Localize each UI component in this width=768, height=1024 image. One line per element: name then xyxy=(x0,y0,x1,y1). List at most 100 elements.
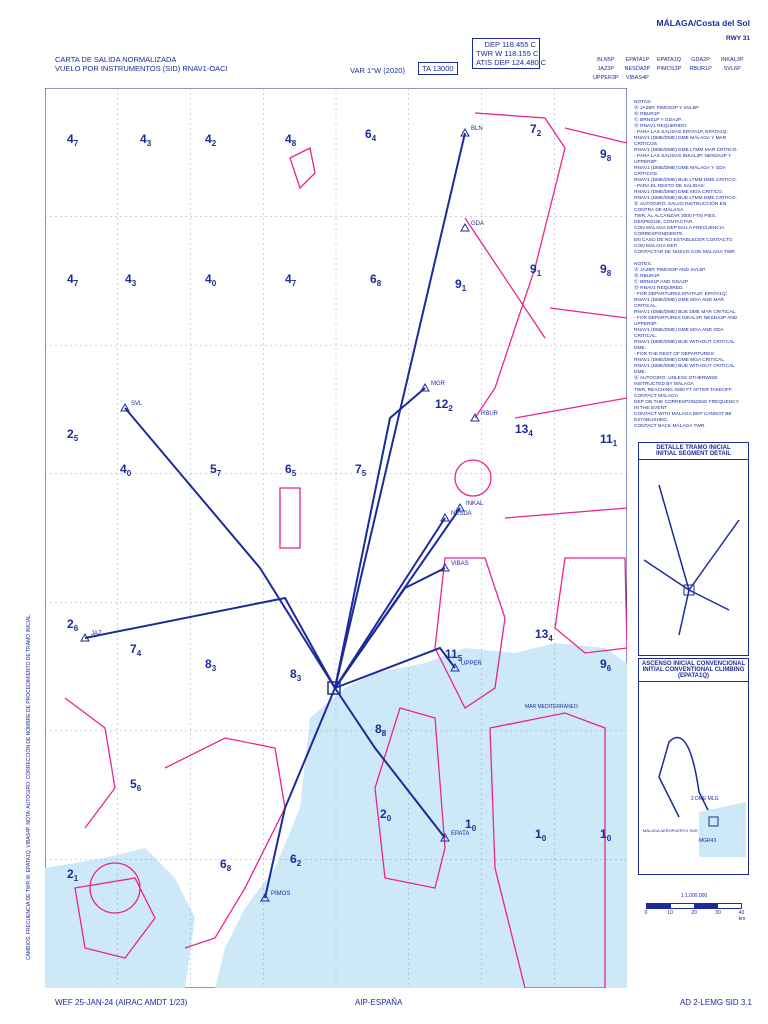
mora-value: 10 xyxy=(535,827,547,843)
waypoints: BLNSVLJAZMGRNESDAINKALUPPERPIMOSEPATARBU… xyxy=(80,126,499,902)
waypoint-marker xyxy=(260,892,270,902)
footer-chart-id: AD 2-LEMG SID 3.1 xyxy=(679,998,752,1007)
inset1-route-ne xyxy=(688,519,740,591)
inset1-title-en: INITIAL SEGMENT DETAIL xyxy=(655,451,732,457)
mora-value: 47 xyxy=(67,132,79,148)
note-line: Ⓒ BRNS1P Y GDA2P. xyxy=(634,118,682,123)
procedure-name: RBUR1P xyxy=(689,66,712,72)
waypoint-marker xyxy=(450,662,460,672)
mora-value: 56 xyxy=(130,777,142,793)
frequency-box: DEP 118.455 C TWR W 118.155 C ATIS DEP 1… xyxy=(472,38,547,69)
waypoint-marker xyxy=(440,832,450,842)
mora-value: 21 xyxy=(67,867,79,883)
mora-value: 74 xyxy=(130,642,142,658)
mora-value: 64 xyxy=(365,127,377,143)
note-line: - FOR DEPARTURES EPATA1P, EPATA1Q: xyxy=(634,292,728,297)
procedure-name: SVL6P xyxy=(723,66,741,72)
waypoint-label: NESDA xyxy=(451,511,472,517)
waypoint-label: BLN xyxy=(471,126,483,132)
mora-value: 62 xyxy=(290,852,302,868)
mora-value: 68 xyxy=(220,857,232,873)
footer-effective-date: WEF 25-JAN-24 (AIRAC AMDT 1/23) xyxy=(55,998,188,1007)
inset1-diagram xyxy=(643,484,740,636)
inset1-title-es: DETALLE TRAMO INICIAL xyxy=(656,445,731,451)
airspace-boundaries xyxy=(64,112,627,988)
note-line: RNAV1 (DME/DME) BUE WITHOUT CRITICAL DME… xyxy=(634,364,735,375)
waypoint-marker xyxy=(455,502,465,512)
route-nesda xyxy=(334,517,446,689)
inset1-route-w xyxy=(643,559,690,591)
route-jaz xyxy=(84,596,336,689)
mora-value: 111 xyxy=(600,432,618,448)
mora-value: 83 xyxy=(290,667,302,683)
note-line: RNAV1 (DME/DME) DME MGA AND GDA CRITICAL… xyxy=(634,328,724,339)
mora-value: 83 xyxy=(205,657,217,673)
waypoint-marker xyxy=(440,562,450,572)
inset2-dme-label: 2 DME MLG xyxy=(691,796,719,802)
aerodrome-name: MÁLAGA/Costa del Sol xyxy=(656,18,750,28)
procedure-name: INKAL3P xyxy=(720,57,744,63)
waypoint-label: RBUR xyxy=(481,411,499,417)
notes-title-en: NOTES: xyxy=(634,262,652,267)
note-line: Ⓑ RBUR1P. xyxy=(634,112,661,117)
scale-tick-label: 40 km xyxy=(738,910,746,922)
transition-altitude: TA 13000 xyxy=(418,62,458,75)
mora-value: 20 xyxy=(380,807,392,823)
route-epata xyxy=(334,687,446,839)
waypoint-label: JAZ xyxy=(91,631,102,637)
waypoint-label: INKAL xyxy=(466,501,484,507)
inset2-aerodrome-label: MÁLAGA AEROPUERTO SUR xyxy=(643,828,698,833)
notes-es-list: Ⓐ JAZ6P, PIMOS3P Y SVL6P.Ⓑ RBUR1P.Ⓒ BRNS… xyxy=(634,106,744,256)
waypoint-label: SVL xyxy=(131,401,143,407)
inset2-title-en: INITIAL CONVENTIONAL CLIMBING xyxy=(642,667,745,673)
note-line: RNAV1 (DME/DME) DME MGA CRITICAL. xyxy=(634,358,726,363)
inset2-coast xyxy=(699,802,746,857)
waypoint-label: MGR xyxy=(431,381,446,387)
inset-conventional: ASCENSO INICIAL CONVENCIONAL INITIAL CON… xyxy=(638,658,749,875)
note-line: TWR, AL ALCANZAR 2000 FT/5 PIES. DESPEGU… xyxy=(634,214,717,225)
airspace-boundary-sea-north xyxy=(554,557,627,654)
waypoint-marker xyxy=(80,632,90,642)
note-line: RNAV1 (DME/DME) BUE DME MAR CRITICAL. xyxy=(634,310,737,315)
waypoint-label: VIBAS xyxy=(451,561,469,567)
inset2-procedure: (EPATA1Q) xyxy=(678,673,709,679)
sid-routes xyxy=(84,132,466,899)
note-line: - FOR DEPARTURES INKAL3P, NESDA2P AND UP… xyxy=(634,316,738,327)
airspace-boundary-sea-east xyxy=(489,712,606,988)
procedure-name: BLN5P xyxy=(597,57,615,63)
airspace-boundary-east-poly xyxy=(434,557,506,709)
scale-bar-graphic xyxy=(646,903,742,909)
notes-en-list: Ⓐ JAZ6P, PIMOS3P AND SVL6P.Ⓑ RBUR1P.Ⓒ BR… xyxy=(634,268,744,430)
airspace-boundary-north xyxy=(474,112,566,419)
chart-title-line2: VUELO POR INSTRUMENTOS (SID) RNAV1-OACI xyxy=(55,64,228,73)
mora-value: 48 xyxy=(285,132,297,148)
inset1-airport-symbol xyxy=(683,584,695,596)
scale-tick-label: 10 xyxy=(667,910,673,916)
note-line: RNAV1 (DME/DME) DME MGA AND MAR CRITICAL… xyxy=(634,298,724,309)
mora-value: 42 xyxy=(205,132,217,148)
procedure-name: GDA2P xyxy=(691,57,710,63)
note-line: Ⓔ AUTOGIRO: SALVO INSTRUCCIÓN EN CONTRA … xyxy=(634,202,727,213)
mora-value: 25 xyxy=(67,427,79,443)
freq-atis: ATIS DEP 124.480 C xyxy=(476,58,547,67)
chart-title-line1: CARTA DE SALIDA NORMALIZADA xyxy=(55,55,177,64)
airspace-boundary-diagonal xyxy=(464,217,546,339)
waypoint-label: UPPER xyxy=(461,661,482,667)
waypoint-marker xyxy=(460,127,470,137)
route-pimos xyxy=(264,687,336,899)
note-line: CONTACT WITH MÁLAGA DEP CANNOT BE ESTABL… xyxy=(634,412,732,423)
mora-value: 47 xyxy=(67,272,79,288)
waypoint-label: EPATA xyxy=(451,831,469,837)
note-line: RNAV1 (DME/DME) BUE WITHOUT CRITICAL DME… xyxy=(634,340,735,351)
procedure-name: JAZ3P xyxy=(597,66,615,72)
note-line: EN CASO DE NO ESTABLECER CONTACTO CON MÁ… xyxy=(634,238,733,249)
mora-value: 40 xyxy=(205,272,217,288)
waypoint-marker xyxy=(440,512,450,522)
inset1-route-nw xyxy=(658,484,690,591)
mora-value: 57 xyxy=(210,462,222,478)
mora-value: 96 xyxy=(600,657,612,673)
